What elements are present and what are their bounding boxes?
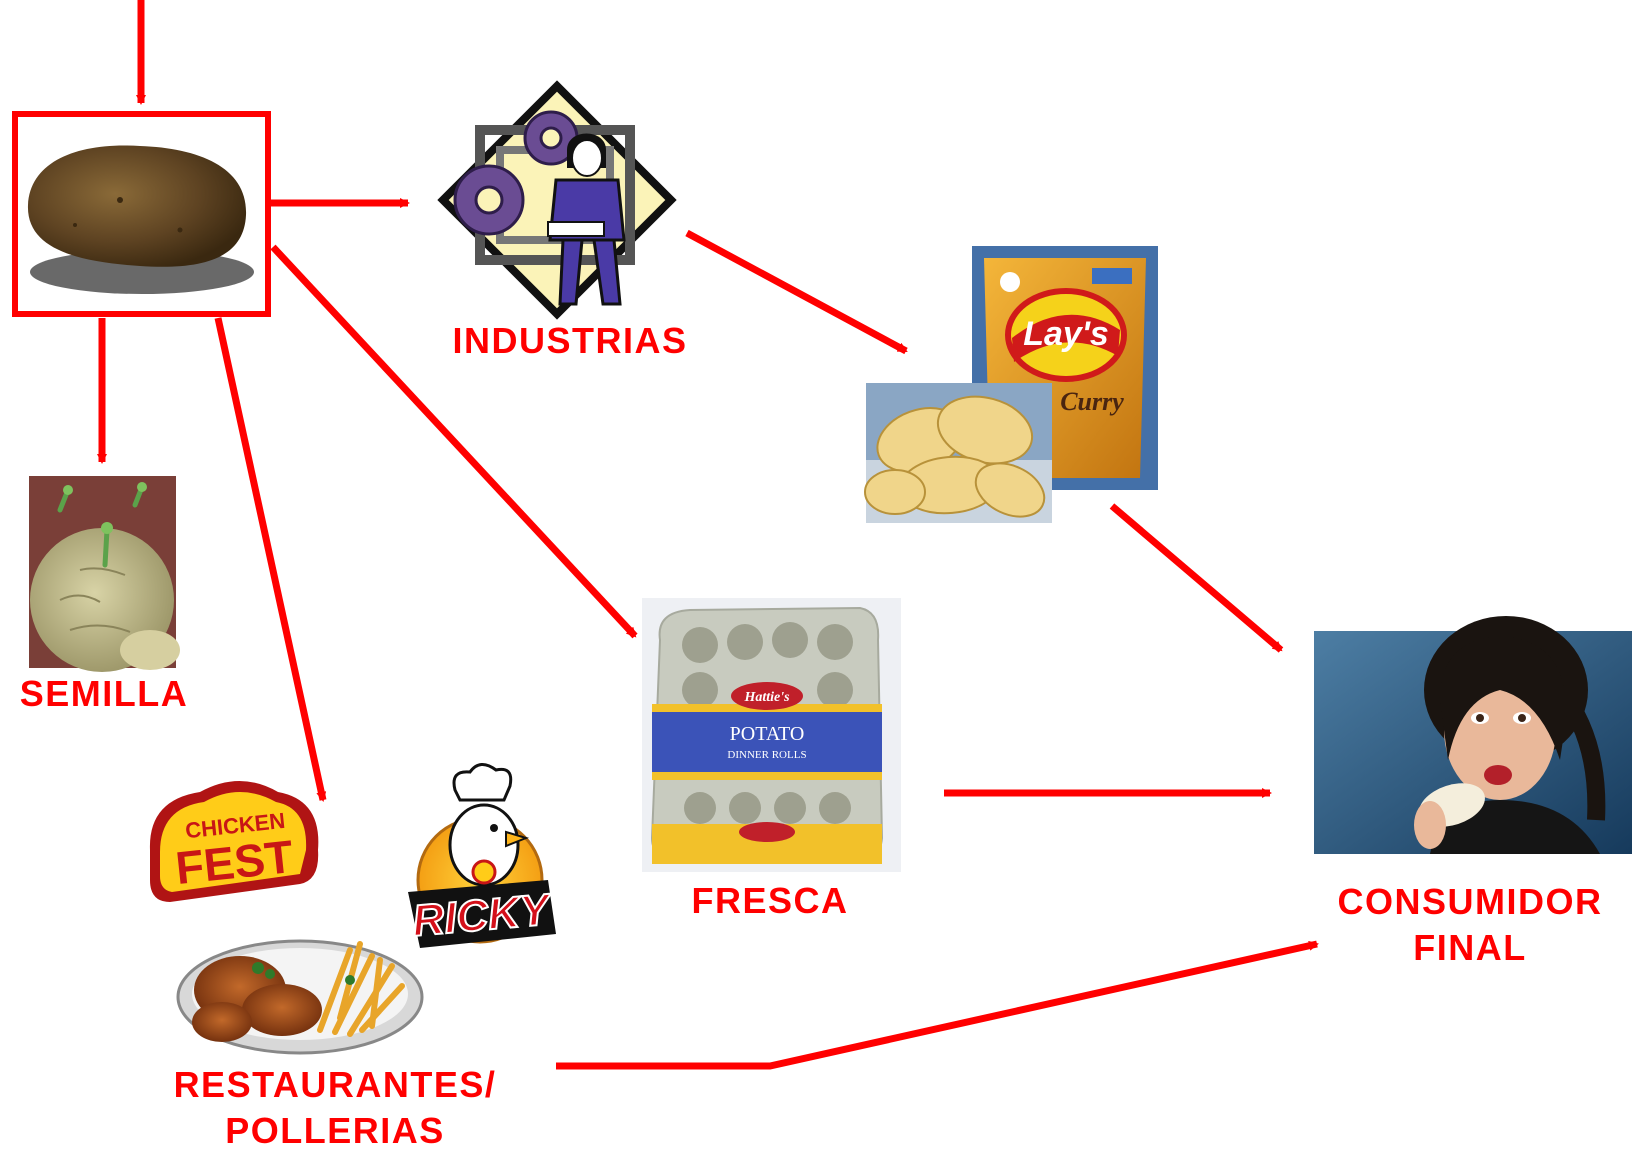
consumidor-label-line2: FINAL (1413, 927, 1527, 968)
potato-icon (27, 145, 254, 294)
industrias-label: INDUSTRIAS (452, 320, 688, 361)
arrow-potato-to-fresca (270, 244, 638, 639)
rolls-line1-text: POTATO (730, 723, 805, 745)
arrow-restaurantes-to-consumidor (556, 940, 1319, 1070)
lays-logo-text: Lay's (1023, 315, 1109, 353)
restaurantes-label-line1: RESTAURANTES/ (173, 1064, 497, 1105)
semilla-node (29, 476, 180, 672)
consumidor-node (1314, 616, 1632, 854)
lays-flavor-text: Curry (1060, 387, 1124, 416)
fresca-node: Hattie's POTATO DINNER ROLLS (642, 598, 901, 872)
chicken-fest-line2: FEST (173, 830, 295, 894)
roast-chicken-fries-plate-icon (176, 939, 424, 1055)
industrias-node (437, 80, 677, 320)
consumidor-label-line1: CONSUMIDOR (1337, 881, 1603, 922)
potato-chips-photo (864, 383, 1052, 523)
potato-node (12, 111, 271, 317)
semilla-label: SEMILLA (19, 673, 189, 714)
restaurantes-node: CHICKEN FEST RICKY (149, 763, 556, 1055)
sprouting-potato-icon (29, 476, 180, 672)
arrow-potato-to-restaurantes (214, 317, 327, 802)
ricky-logo: RICKY (408, 763, 556, 948)
woman-eating-chip-icon (1314, 616, 1632, 854)
consumidor-label: CONSUMIDOR FINAL (1330, 879, 1610, 971)
flow-arrows (97, 0, 1319, 1070)
rolls-brand-text: Hattie's (743, 690, 790, 705)
rolls-line2-text: DINNER ROLLS (727, 749, 806, 761)
chicken-fest-logo: CHICKEN FEST (149, 781, 319, 902)
potato-rolls-bag-icon: Hattie's POTATO DINNER ROLLS (642, 598, 901, 872)
arrow-chips-to-consumidor (1109, 503, 1284, 653)
chips-node: Lay's Curry (864, 246, 1158, 523)
fresca-label: FRESCA (691, 880, 849, 921)
restaurantes-label: RESTAURANTES/ POLLERIAS (170, 1062, 500, 1154)
factory-worker-gears-icon (437, 80, 677, 320)
restaurantes-label-line2: POLLERIAS (225, 1110, 445, 1151)
arrow-industrias-to-chips (685, 229, 908, 355)
lays-chips-bag-icon: Lay's Curry (972, 246, 1158, 490)
